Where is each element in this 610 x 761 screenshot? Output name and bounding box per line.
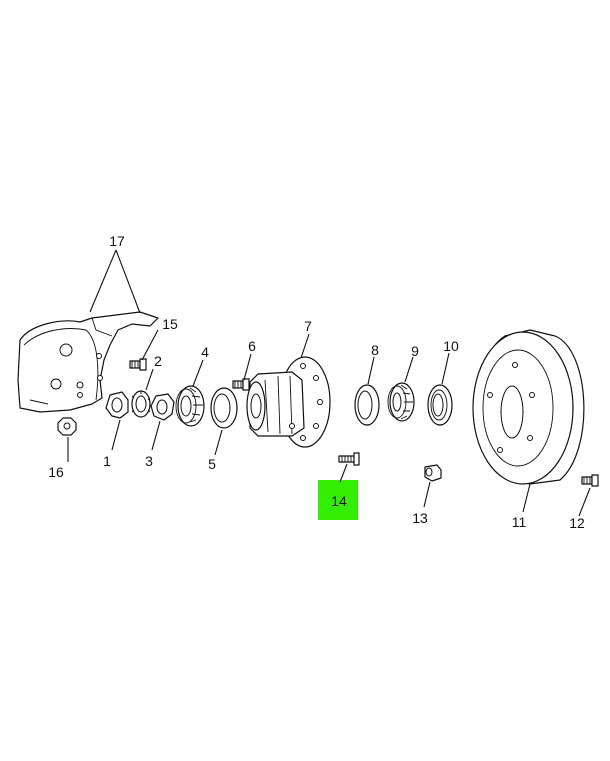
bearing-cone-9[interactable] <box>387 382 415 422</box>
nut-16[interactable] <box>57 417 77 436</box>
callout-8[interactable]: 8 <box>371 342 379 358</box>
callout-17[interactable]: 17 <box>109 233 125 249</box>
adjusting-nut-1[interactable] <box>105 391 129 419</box>
callout-labels: 17 15 2 1 3 16 4 5 6 7 8 9 10 14 13 11 1… <box>48 233 585 531</box>
nut-13[interactable] <box>424 464 442 482</box>
bearing-cup-5[interactable] <box>210 387 238 429</box>
callout-3[interactable]: 3 <box>145 453 153 469</box>
nut-3[interactable] <box>150 393 175 421</box>
selected-part-highlight[interactable] <box>318 480 358 520</box>
callout-13[interactable]: 13 <box>412 510 428 526</box>
callout-10[interactable]: 10 <box>443 338 459 354</box>
oil-seal-10[interactable] <box>427 384 453 426</box>
stud-6[interactable] <box>232 378 250 391</box>
callout-14[interactable]: 14 <box>331 493 347 509</box>
brake-drum-11[interactable] <box>472 329 585 485</box>
leader-lines <box>67 249 591 517</box>
bearing-cone-4[interactable] <box>175 385 205 427</box>
hub-7[interactable] <box>246 356 331 448</box>
callout-9[interactable]: 9 <box>411 343 419 359</box>
callout-12[interactable]: 12 <box>569 515 585 531</box>
lock-washer-2[interactable] <box>131 390 151 418</box>
callout-15[interactable]: 15 <box>162 316 178 332</box>
callout-4[interactable]: 4 <box>201 344 209 360</box>
callout-1[interactable]: 1 <box>103 453 111 469</box>
bolt-12[interactable] <box>581 474 599 487</box>
callout-2[interactable]: 2 <box>154 353 162 369</box>
bolt-15[interactable] <box>129 358 147 371</box>
callout-16[interactable]: 16 <box>48 464 64 480</box>
backing-plate[interactable] <box>17 311 159 413</box>
callout-6[interactable]: 6 <box>248 338 256 354</box>
callout-11[interactable]: 11 <box>512 514 527 530</box>
callout-7[interactable]: 7 <box>304 318 312 334</box>
bearing-cup-8[interactable] <box>354 384 380 426</box>
stud-14[interactable] <box>338 452 360 466</box>
callout-5[interactable]: 5 <box>208 456 216 472</box>
